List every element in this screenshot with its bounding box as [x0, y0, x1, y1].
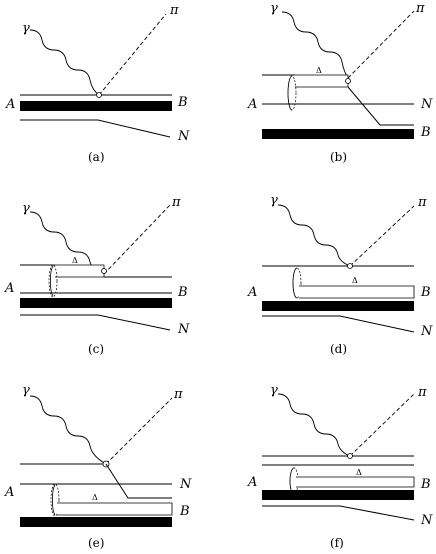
A-label: A — [247, 97, 257, 112]
caption-a: (a) — [88, 150, 105, 164]
photon-line — [277, 393, 351, 457]
blob-ellipse-front — [51, 484, 56, 516]
pi-label: π — [173, 387, 183, 402]
photon-line — [29, 395, 107, 465]
spectator-bar — [262, 490, 414, 500]
pi-label: π — [171, 195, 181, 210]
B-label: B — [177, 285, 188, 300]
N-label: N — [177, 322, 190, 337]
nucleon-line — [347, 86, 414, 126]
delta-tube — [55, 264, 105, 278]
delta-tube — [295, 74, 349, 88]
nucleon-line — [20, 314, 171, 331]
delta-label: Δ — [72, 256, 78, 265]
B-label: B — [420, 477, 431, 492]
blob-ellipse-front — [287, 75, 293, 111]
caption-b: (b) — [330, 150, 347, 164]
A-label: A — [4, 485, 14, 500]
N-label: N — [420, 97, 433, 112]
gamma-label: γ — [270, 383, 278, 398]
B-label: B — [420, 125, 431, 140]
delta-label: Δ — [92, 493, 98, 502]
blob-ellipse-back — [48, 264, 58, 298]
pi-label: π — [415, 1, 425, 16]
gamma-label: γ — [22, 201, 30, 216]
spectator-bar — [20, 517, 172, 527]
spectator-bar — [20, 298, 172, 308]
delta-tube — [299, 285, 415, 299]
gamma-label: γ — [22, 21, 30, 36]
pion-line — [349, 205, 415, 267]
caption-c: (c) — [88, 342, 104, 356]
B-label: B — [177, 95, 188, 110]
panel-b: Δ γ π A N B (b) — [247, 1, 433, 164]
delta-label: Δ — [356, 468, 362, 477]
panel-a: γ π A B N (a) — [5, 3, 190, 164]
vertex — [347, 453, 353, 459]
pion-line — [98, 13, 167, 96]
gamma-label: γ — [22, 383, 30, 398]
N-label: N — [179, 477, 192, 492]
photon-line — [29, 211, 105, 275]
vertex — [347, 263, 353, 269]
photon-line — [29, 29, 100, 96]
vertex — [101, 268, 107, 274]
nucleon-line — [262, 505, 415, 521]
delta-tube — [57, 502, 173, 516]
panel-d: Δ γ π A B N (d) — [247, 193, 433, 356]
pi-label: π — [417, 385, 427, 400]
nucleon-line — [262, 315, 415, 333]
N-label: N — [177, 129, 190, 144]
pion-line — [103, 204, 171, 275]
nucleon-line — [105, 463, 172, 499]
A-label: A — [4, 281, 14, 296]
panel-c: Δ γ π A B N (c) — [4, 195, 190, 356]
blob-ellipse-back — [50, 483, 60, 517]
blob-ellipse-front — [292, 267, 298, 299]
caption-f: (f) — [330, 536, 344, 550]
photon-line — [281, 11, 349, 79]
N-label: N — [420, 513, 433, 528]
A-label: A — [247, 475, 257, 490]
B-label: B — [179, 504, 190, 519]
vertex — [345, 78, 351, 84]
panel-e: Δ γ π A N B (e) — [4, 383, 192, 550]
caption-d: (d) — [330, 342, 347, 356]
pi-label: π — [417, 195, 427, 210]
pi-label: π — [169, 3, 179, 18]
N-label: N — [420, 324, 433, 339]
vertex — [96, 92, 102, 98]
caption-e: (e) — [88, 536, 104, 550]
delta-label: Δ — [352, 276, 358, 285]
gamma-label: γ — [270, 1, 278, 16]
delta-label: Δ — [316, 66, 322, 75]
pion-line — [347, 10, 415, 79]
nucleon-line — [20, 119, 171, 138]
delta-tube — [296, 476, 415, 488]
blob-ellipse-front — [49, 265, 54, 297]
B-label: B — [420, 285, 431, 300]
pion-line — [105, 397, 173, 465]
panel-f: Δ γ π A B N (f) — [247, 383, 433, 550]
A-label: A — [247, 285, 257, 300]
photon-line — [277, 204, 351, 267]
spectator-bar — [262, 129, 414, 139]
gamma-label: γ — [270, 193, 278, 208]
spectator-bar — [20, 101, 172, 111]
pion-line — [349, 393, 415, 457]
A-label: A — [5, 97, 15, 112]
spectator-bar — [262, 301, 414, 311]
